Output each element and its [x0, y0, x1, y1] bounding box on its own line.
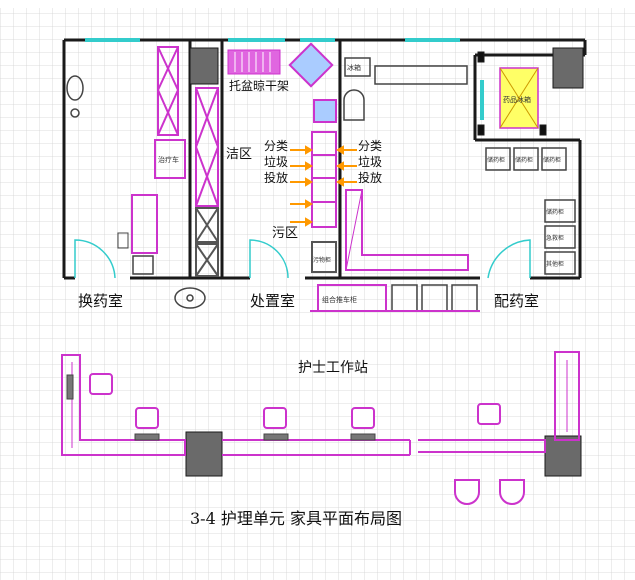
chair [263, 407, 287, 429]
column [185, 431, 223, 477]
dressing-room-furniture [66, 46, 186, 275]
chair [499, 479, 525, 505]
column [477, 51, 485, 63]
cabinet-label: 组合推车柜 [322, 295, 357, 304]
waste-label-right: 垃圾 [358, 154, 382, 169]
clean-zone-cabinets [195, 87, 219, 277]
column [189, 47, 219, 85]
column [477, 124, 485, 136]
waste-label-left: 分类 [264, 139, 288, 153]
cabinet-label: 储药柜 [543, 156, 561, 164]
cabinet-label: 污物柜 [313, 256, 331, 264]
chair [477, 403, 501, 425]
computer [263, 433, 289, 441]
dispensing-furniture [343, 57, 576, 275]
doors [74, 239, 531, 279]
cabinet-label: 药品冰箱 [503, 95, 531, 104]
dressing-room-label: 换药室 [78, 292, 123, 310]
waste-label-right: 投放 [358, 170, 382, 185]
basin-rack-label: 托盆晾干架 [229, 78, 289, 93]
computer [134, 433, 160, 441]
labels: 换药室 处置室 配药室 护士工作站 洁区 污区 托盆晾干架 分类 垃圾 投放 分… [78, 63, 564, 528]
windows [85, 38, 484, 120]
clean-zone-label: 洁区 [226, 147, 252, 162]
chair [89, 373, 113, 395]
waste-label-left: 投放 [264, 170, 288, 185]
dispensing-room-label: 配药室 [494, 292, 539, 310]
column [544, 435, 582, 477]
figure-caption: 3-4 护理单元 家具平面布局图 [190, 509, 402, 528]
waste-label-right: 分类 [358, 139, 382, 153]
nurse-station-label: 护士工作站 [298, 360, 368, 376]
computer [350, 433, 376, 441]
cabinet-label: 急救柜 [546, 234, 564, 242]
computers [66, 374, 376, 441]
treatment-room-label: 处置室 [250, 292, 295, 310]
cabinet-label: 储药柜 [487, 156, 505, 164]
dirty-zone-cabinets [311, 131, 469, 273]
cabinet-label: 储药柜 [546, 208, 564, 216]
chair [454, 479, 480, 505]
cabinet-label: 储药柜 [515, 156, 533, 164]
computer [66, 374, 74, 400]
dirty-zone-label: 污区 [272, 226, 298, 241]
cabinet-label: 冰箱 [347, 63, 361, 72]
waste-label-left: 垃圾 [264, 154, 288, 169]
waste-arrows [290, 145, 357, 227]
chair [135, 407, 159, 429]
cabinet-label: 其他柜 [546, 260, 564, 268]
column [539, 124, 547, 136]
chair [351, 407, 375, 429]
column [552, 47, 584, 89]
chairs [89, 373, 525, 505]
cabinet-label: 治疗车 [158, 155, 179, 164]
combo-cart-row [310, 284, 480, 312]
nurse-station-desk [61, 351, 580, 456]
basin-rack [227, 42, 337, 123]
hand-sink [174, 287, 206, 309]
